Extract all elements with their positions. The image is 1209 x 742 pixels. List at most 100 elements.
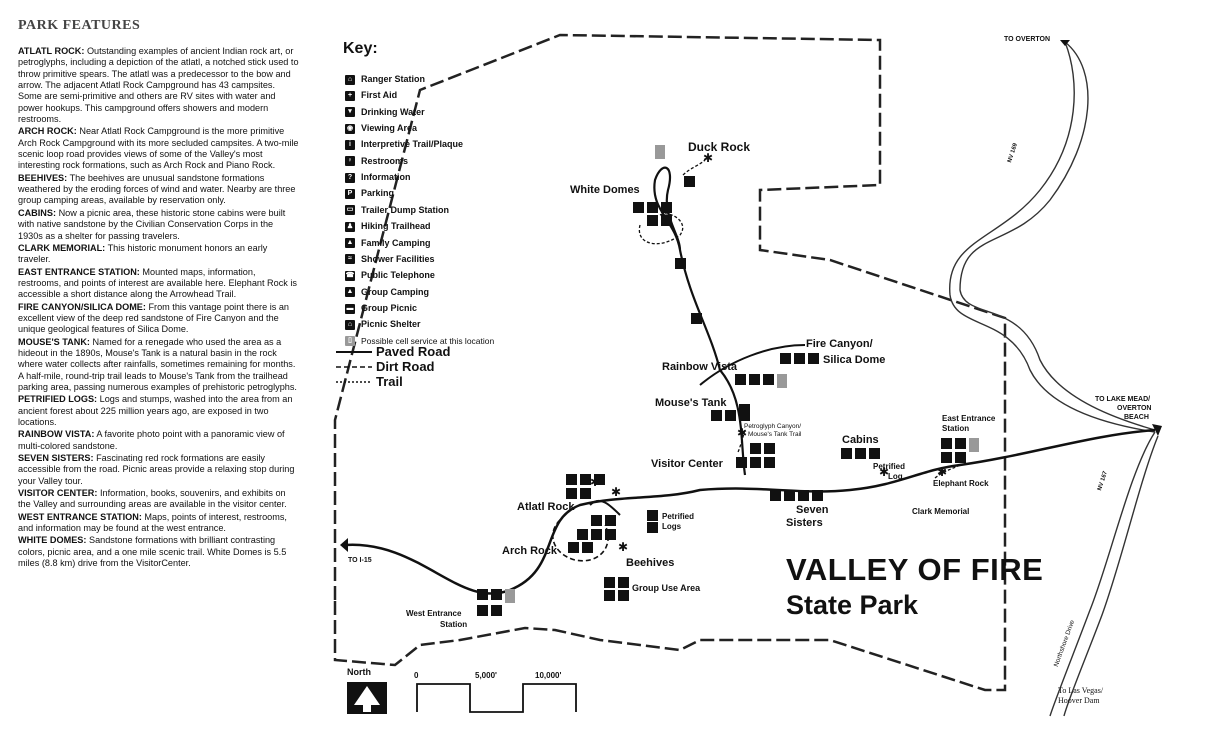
map-facility-icon (655, 145, 665, 159)
map-facility-icon (568, 542, 579, 553)
map-facility-icon (618, 590, 629, 601)
map-facility-icon (749, 374, 760, 385)
feature-item: MOUSE'S TANK: Named for a renegade who u… (18, 337, 300, 394)
feature-text: Information, books, souvenirs, and exhib… (18, 488, 287, 510)
arrow-lake-mead (1152, 424, 1162, 436)
map-title-line2: State Park (786, 590, 919, 620)
key-dirt-label: Dirt Road (376, 359, 435, 374)
label-fire-canyon-2: Silica Dome (823, 354, 886, 366)
map-facility-icon (735, 374, 746, 385)
label-seven-sisters-2: Sisters (786, 517, 823, 529)
feature-text: Mounted maps, information, restrooms, an… (18, 266, 297, 300)
trail-white-domes (638, 213, 684, 245)
scale-mid: 5,000' (475, 671, 497, 680)
key-title: Key: (343, 40, 378, 57)
feature-text: A favorite photo point with a panoramic … (18, 429, 285, 451)
map-facility-icon (591, 515, 602, 526)
dest-las-vegas-1: To Las Vegas/ (1058, 686, 1104, 695)
point-of-interest-icon: ✱ (703, 151, 713, 165)
map-facility-icon (661, 215, 672, 226)
map-facility-icon (739, 404, 750, 415)
key-item: ≈Shower Facilities (345, 253, 435, 266)
dest-las-vegas-2: Hoover Dam (1058, 696, 1100, 705)
feature-item: PETRIFIED LOGS: Logs and stumps, washed … (18, 394, 300, 428)
feature-name: FIRE CANYON/SILICA DOME: (18, 301, 146, 312)
map-facility-icon (691, 313, 702, 324)
label-beehives: Beehives (626, 557, 675, 569)
feature-text: Named for a renegade who used the area a… (18, 336, 297, 392)
key-item-label: Picnic Shelter (361, 319, 421, 330)
feature-text: Near Atlatl Rock Campground is the more … (18, 126, 299, 171)
map-facility-icon (647, 510, 658, 521)
label-east-entrance-2: Station (942, 424, 970, 433)
shower-icon: ≈ (345, 254, 355, 265)
key-item: ◉ Viewing Area (345, 122, 417, 135)
map-facility-icon (594, 474, 605, 485)
key-item-label: Drinking Water (361, 106, 425, 117)
map-facility-icon (711, 410, 722, 421)
feature-name: CABINS: (18, 207, 57, 218)
map-facility-icon (777, 374, 787, 388)
map-facility-icon (647, 202, 658, 213)
group-picnic-icon: ▬ (345, 303, 355, 314)
trailer-dump-icon: ▭ (345, 205, 355, 216)
feature-item: WHITE DOMES: Sandstone formations with b… (18, 535, 300, 569)
key-item-label: Viewing Area (361, 123, 418, 134)
key-item-label: Possible cell service at this location (361, 335, 495, 346)
label-cabins: Cabins (842, 434, 879, 446)
map-facility-icon (736, 457, 747, 468)
feature-name: BEEHIVES: (18, 172, 68, 183)
hiking-trailhead-icon: ♟ (345, 221, 355, 232)
paved-road-white-domes (653, 166, 747, 476)
label-rainbow-vista: Rainbow Vista (662, 361, 737, 373)
label-white-domes: White Domes (570, 184, 640, 196)
dirt-road-arch-loop (551, 519, 609, 562)
map-facility-icon (566, 474, 577, 485)
map-title-line1: VALLEY OF FIRE (786, 552, 1044, 587)
label-petrified-logs-1: Petrified (662, 512, 695, 521)
paved-road-fire-canyon (699, 344, 806, 386)
feature-text: Sandstone formations with brilliant cont… (18, 535, 287, 569)
label-visitor-center: Visitor Center (651, 458, 723, 470)
feature-text: This historic monument honors an early t… (18, 242, 268, 265)
feature-name: MOUSE'S TANK: (18, 336, 90, 347)
map-facility-icon (969, 438, 979, 452)
map-facility-icon (739, 410, 750, 421)
label-west-entrance-2: Station (440, 620, 468, 629)
map-facility-icon (647, 215, 658, 226)
map-facility-icon (780, 353, 791, 364)
map-facility-icon (477, 605, 488, 616)
label-arch-rock: Arch Rock (502, 545, 558, 557)
feature-item: FIRE CANYON/SILICA DOME: From this vanta… (18, 302, 300, 336)
trail-elephant-rock (934, 464, 961, 479)
map-facility-icon (869, 448, 880, 459)
park-boundary (333, 33, 1007, 692)
map-facility-icon (661, 202, 672, 213)
map-facility-icon (605, 515, 616, 526)
feature-item: VISITOR CENTER: Information, books, souv… (18, 488, 300, 511)
key-item-label: Public Telephone (361, 270, 435, 281)
viewing-area-icon: ◉ (345, 123, 355, 134)
trail-mouses-tank (737, 429, 746, 453)
feature-item: WEST ENTRANCE STATION: Maps, points of i… (18, 512, 300, 535)
map-facility-icon (580, 488, 591, 499)
feature-name: RAINBOW VISTA: (18, 429, 95, 440)
key-item: ⌂Ranger Station (345, 73, 425, 86)
point-of-interest-icon: ✱ (590, 475, 600, 489)
dest-overton: TO OVERTON (1004, 36, 1051, 43)
map-facility-icon (812, 490, 823, 501)
map-facility-icon (505, 589, 515, 603)
point-of-interest-icon: ✱ (937, 465, 947, 479)
map-facility-icon (582, 542, 593, 553)
feature-item: CABINS: Now a picnic area, these histori… (18, 208, 300, 242)
key-item-label: Trailer Dump Station (361, 204, 450, 215)
feature-text: From this vantage point there is an exce… (18, 301, 289, 335)
paved-road-atlatl (589, 499, 621, 516)
map-facility-icon (763, 374, 774, 385)
key-item: ?Information (345, 171, 411, 184)
feature-item: SEVEN SISTERS: Fascinating red rock form… (18, 453, 300, 487)
key-item: ▲Group Camping (345, 286, 429, 299)
key-item: ▲Family Camping (345, 237, 431, 250)
telephone-icon: ☎ (345, 270, 355, 281)
map-facility-icon (955, 452, 966, 463)
